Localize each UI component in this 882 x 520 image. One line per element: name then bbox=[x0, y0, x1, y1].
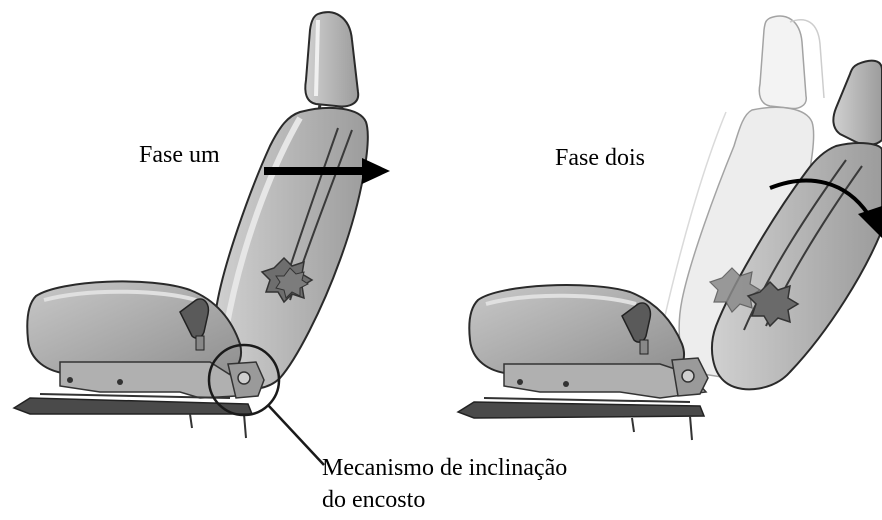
mechanism-leader-line bbox=[268, 405, 324, 465]
headrest-left bbox=[305, 12, 358, 106]
seat-rail-right bbox=[458, 402, 704, 418]
headrest-right bbox=[833, 61, 882, 145]
seat-left bbox=[14, 12, 368, 465]
mechanism-label-line1: Mecanismo de inclinação bbox=[322, 456, 567, 480]
phase-two-label: Fase dois bbox=[555, 146, 645, 170]
phase-one-label: Fase um bbox=[139, 143, 220, 167]
mechanism-label-line2: do encosto bbox=[322, 488, 425, 512]
seat-right bbox=[458, 16, 882, 440]
